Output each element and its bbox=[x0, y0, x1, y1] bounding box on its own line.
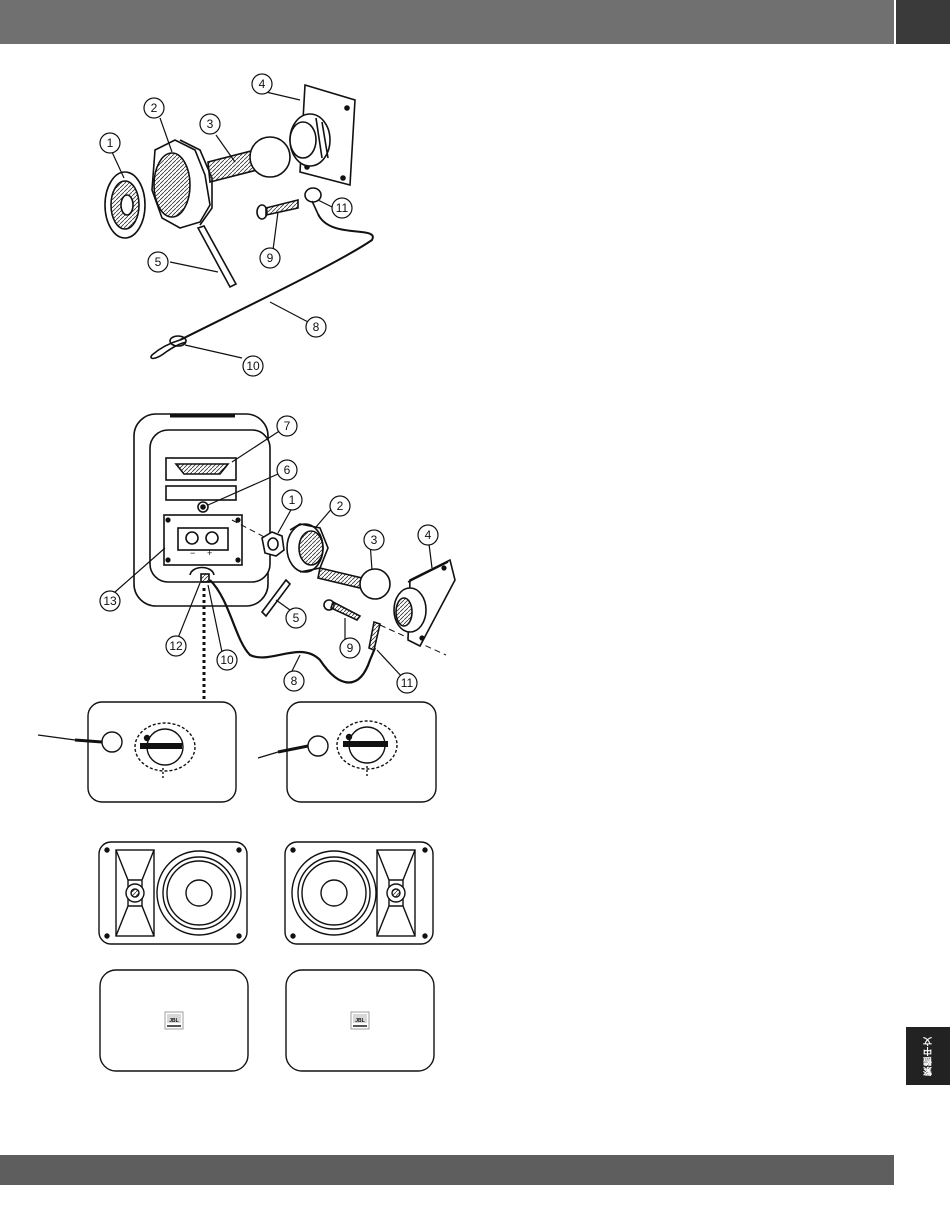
callout-11-main-label: 11 bbox=[401, 676, 414, 690]
callout-11-top-label: 11 bbox=[336, 201, 349, 215]
callout-3-main-label: 3 bbox=[371, 533, 378, 547]
terminal-minus: − bbox=[190, 548, 195, 558]
part-mounting-plate-main bbox=[394, 560, 455, 646]
jbl-logo-left: JBL bbox=[169, 1018, 178, 1024]
callout-9-top-label: 9 bbox=[267, 251, 274, 265]
part-pin-top bbox=[198, 226, 236, 287]
terminal-plus: + bbox=[207, 548, 212, 558]
speaker-grille-left: JBL bbox=[100, 970, 248, 1071]
jbl-logo-right: JBL bbox=[355, 1018, 364, 1024]
callout-4-top-label: 4 bbox=[259, 77, 266, 91]
part-ball-bolt-main bbox=[318, 568, 390, 599]
part-nut-top bbox=[105, 172, 145, 238]
callout-4-main-label: 4 bbox=[425, 528, 432, 542]
speaker-rear-view: − + bbox=[134, 414, 270, 606]
detail-panel-left bbox=[38, 702, 236, 802]
safety-cable-top bbox=[180, 214, 373, 340]
part-ball-bolt-top bbox=[208, 137, 290, 182]
callout-13-main-label: 13 bbox=[103, 594, 117, 608]
part-knob-main bbox=[287, 524, 328, 572]
part-nut-main bbox=[262, 532, 284, 556]
callout-3-top-label: 3 bbox=[207, 117, 214, 131]
part-cable-eyelet-top bbox=[305, 188, 321, 214]
part-knob-top bbox=[152, 140, 212, 228]
callout-7-main-label: 7 bbox=[284, 419, 291, 433]
callout-1-top-label: 1 bbox=[107, 136, 114, 150]
callout-8-top-label: 8 bbox=[313, 320, 320, 334]
speaker-front-right bbox=[285, 842, 433, 944]
callout-12-main-label: 12 bbox=[169, 639, 183, 653]
callout-10-top-label: 10 bbox=[246, 359, 260, 373]
callout-8-main-label: 8 bbox=[291, 674, 298, 688]
callout-2-top-label: 2 bbox=[151, 101, 158, 115]
callout-6-main-label: 6 bbox=[284, 463, 291, 477]
callout-9-main-label: 9 bbox=[347, 641, 354, 655]
callout-5-top-label: 5 bbox=[155, 255, 162, 269]
callout-5-main-label: 5 bbox=[293, 611, 300, 625]
detail-panel-right bbox=[258, 702, 436, 802]
callout-2-main-label: 2 bbox=[337, 499, 344, 513]
callout-1-main-label: 1 bbox=[289, 493, 296, 507]
part-cable-eyelet-main bbox=[369, 622, 380, 650]
part-screw-main bbox=[324, 600, 360, 620]
speaker-front-left bbox=[99, 842, 247, 944]
speaker-grille-right: JBL bbox=[286, 970, 434, 1071]
exploded-view-top bbox=[105, 85, 373, 358]
callout-10-main-label: 10 bbox=[220, 653, 234, 667]
